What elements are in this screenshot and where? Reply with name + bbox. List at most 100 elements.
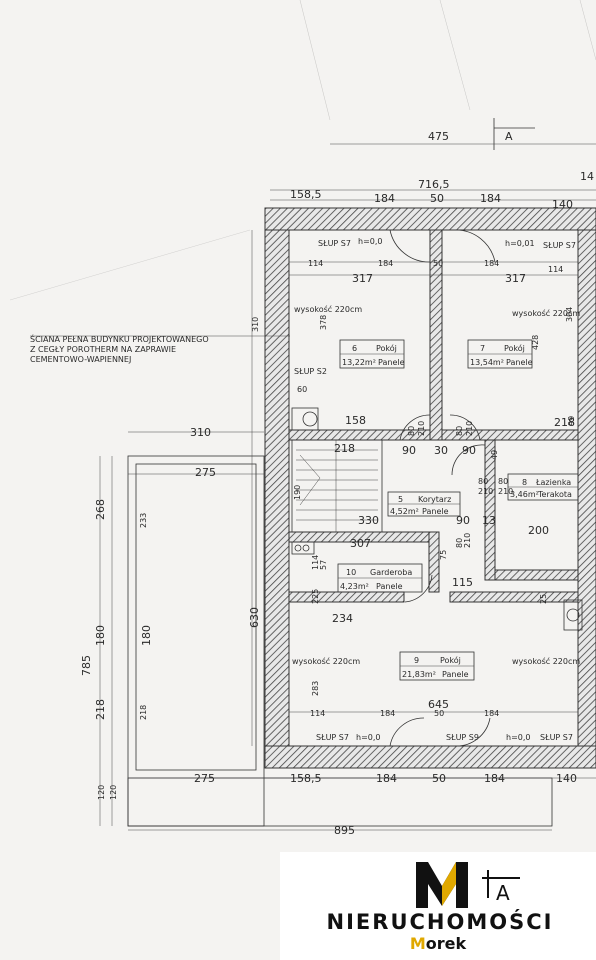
dim-184-mid-r: 184: [484, 259, 499, 268]
dimension-lines: [99, 143, 596, 831]
wall-note: ŚCIANA PEŁNA BUDYNKU PROJEKTOWANEGO Z CE…: [30, 333, 209, 364]
room-9-number: 9: [414, 656, 419, 665]
dim-114-l: 114: [308, 259, 323, 268]
dim-184-bottom-l: 184: [376, 772, 397, 785]
dim-190: 190: [293, 485, 302, 500]
room-9-floor: Panele: [442, 670, 469, 679]
room-6-area: 13,22m²: [342, 358, 376, 367]
logo-name: NIERUCHOMOŚCI: [326, 910, 554, 934]
dim-268: 268: [94, 499, 107, 520]
h-00-bot-l: h=0,0: [356, 733, 381, 742]
column-s7-bot-l: SŁUP S7: [316, 733, 349, 742]
room-10: 10 Garderoba 4,23m² Panele: [337, 563, 423, 593]
room-10-name: Garderoba: [370, 568, 412, 577]
room-10-floor: Panele: [376, 582, 403, 591]
section-marker: A: [493, 118, 535, 150]
dim-60: 60: [297, 385, 307, 394]
dim-114-bot-l: 114: [310, 709, 325, 718]
dim-630: 630: [248, 607, 261, 628]
height-220-room7: wysokość 220cm: [512, 308, 580, 318]
column-s7-top: SŁUP S7: [318, 239, 351, 248]
room-8: 8 Łazienka 3,46m² Terakota: [507, 473, 579, 501]
dim-234: 234: [332, 612, 353, 625]
room-9-name: Pokój: [440, 655, 461, 665]
column-s9: SŁUP S9: [446, 733, 479, 742]
room-6-floor: Panele: [378, 358, 405, 367]
dim-50-bot: 50: [434, 709, 444, 718]
dim-210-e: 210: [463, 533, 472, 548]
dim-184-bot-r: 184: [484, 709, 499, 718]
room-7-number: 7: [480, 344, 485, 353]
room-8-number: 8: [522, 478, 527, 487]
wall-note-line-2: Z CEGŁY POROTHERM NA ZAPRAWIE: [30, 345, 176, 354]
dim-895: 895: [334, 824, 355, 837]
dim-317-l: 317: [352, 272, 373, 285]
dim-180-outer: 180: [94, 625, 107, 646]
dim-50-top: 50: [430, 192, 444, 205]
dim-1585-bot: 158,5: [290, 772, 322, 785]
dim-275-bot: 275: [194, 772, 215, 785]
dim-14: 14: [580, 170, 594, 183]
dim-114-garderoba: 114: [311, 555, 320, 570]
dim-210-d: 210: [498, 487, 513, 496]
dim-25: 25: [539, 594, 548, 604]
dim-317-r: 317: [505, 272, 526, 285]
height-220-room6: wysokość 220cm: [294, 304, 362, 314]
room-7-floor: Panele: [506, 358, 533, 367]
column-s7-right: SŁUP S7: [543, 241, 576, 250]
dim-378: 378: [319, 315, 328, 330]
dim-184-top-left: 184: [374, 192, 395, 205]
dim-120-a: 120: [97, 785, 106, 800]
room-5-name: Korytarz: [418, 495, 451, 504]
section-marker-label: A: [505, 130, 513, 143]
dim-50-mid: 50: [433, 259, 443, 268]
dim-184-mid-l: 184: [378, 259, 393, 268]
dim-310-v: 310: [251, 317, 260, 332]
dim-75: 75: [439, 550, 448, 560]
height-220-room9-r: wysokość 220cm: [512, 656, 580, 666]
dim-80-e: 80: [455, 538, 464, 548]
logo-sub-first-letter: M: [409, 934, 426, 953]
dim-330: 330: [358, 514, 379, 527]
dim-184-bot-l: 184: [380, 709, 395, 718]
dim-80-a: 80: [407, 426, 416, 436]
dim-158: 158: [345, 414, 366, 427]
h-00-top: h=0,0: [358, 237, 383, 246]
staircase: [296, 440, 378, 532]
logo-subname: Morek: [280, 934, 596, 953]
column-s7-bot-r: SŁUP S7: [540, 733, 573, 742]
dim-475: 475: [428, 130, 449, 143]
dim-80-c: 80: [478, 477, 488, 486]
wall-note-line-3: CEMENTOWO-WAPIENNEJ: [30, 355, 131, 364]
room-5: 5 Korytarz 4,52m² Panele: [387, 491, 461, 517]
room-5-floor: Panele: [422, 507, 449, 516]
dim-307: 307: [350, 537, 371, 550]
dim-283: 283: [311, 681, 320, 696]
paper-lines: [9, 0, 596, 301]
h-001-top: h=0,01: [505, 239, 535, 248]
dim-180-inner: 180: [140, 625, 153, 646]
room-6: 6 Pokój 13,22m² Panele: [339, 339, 405, 369]
room-8-area: 3,46m²: [510, 490, 539, 499]
dim-184-bottom-r: 184: [484, 772, 505, 785]
dim-210-c: 210: [478, 487, 493, 496]
dim-225: 225: [311, 589, 320, 604]
room-6-number: 6: [352, 344, 357, 353]
dim-304: 304: [565, 307, 574, 322]
dim-785: 785: [80, 655, 93, 676]
dim-218-terrace-outer: 218: [94, 699, 107, 720]
fixtures: [291, 407, 583, 631]
room-7: 7 Pokój 13,54m² Panele: [467, 339, 533, 369]
dim-210-b: 210: [465, 421, 474, 436]
interior-walls: [288, 229, 579, 603]
dim-114-r: 114: [548, 265, 563, 274]
dim-218-r: 218: [554, 416, 575, 429]
room-6-name: Pokój: [376, 343, 397, 353]
dim-140-top: 140: [552, 198, 573, 211]
dim-428: 428: [531, 335, 540, 350]
column-s2-left: SŁUP S2: [294, 367, 327, 376]
room-7-area: 13,54m²: [470, 358, 504, 367]
dim-233: 233: [139, 513, 148, 528]
dim-218-terrace-inner: 218: [139, 705, 148, 720]
